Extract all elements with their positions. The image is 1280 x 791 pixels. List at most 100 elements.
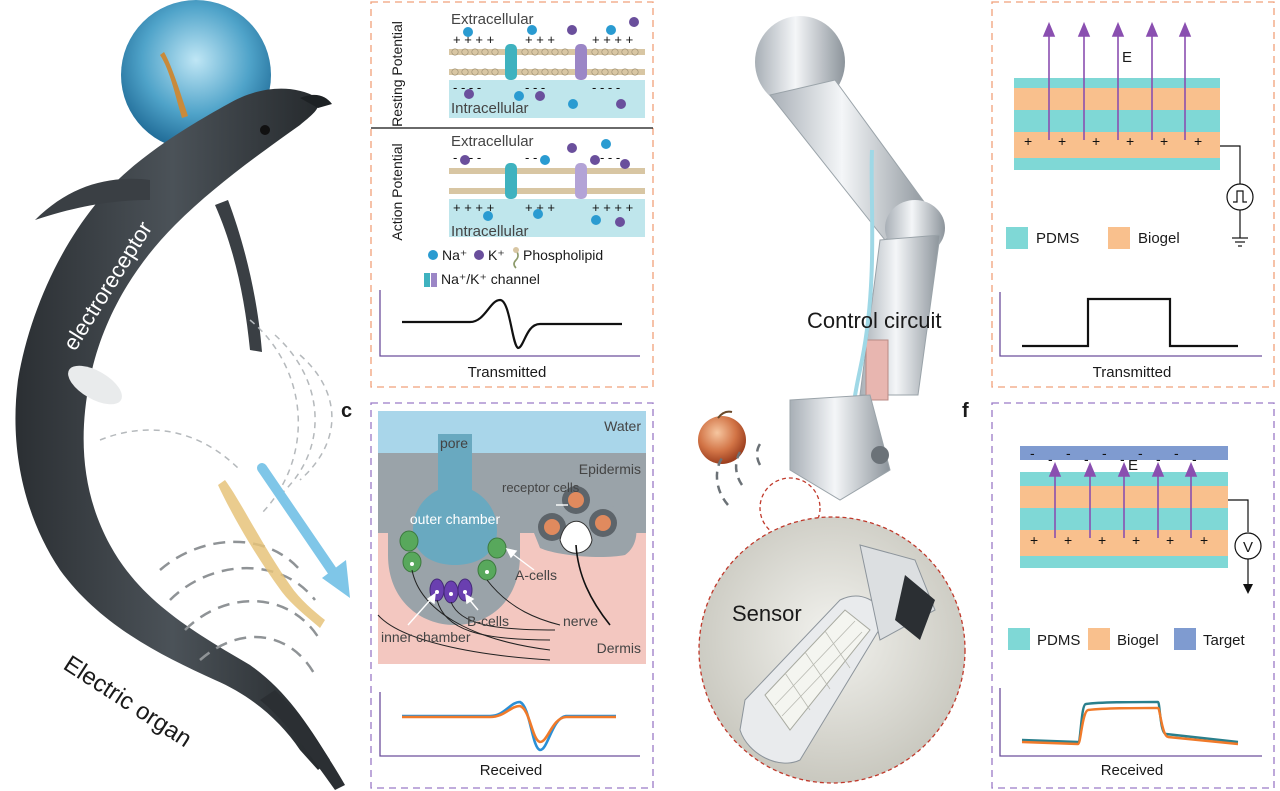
svg-text:+ + + +: + + + + <box>592 200 633 215</box>
svg-text:+: + <box>1058 133 1066 149</box>
svg-text:+: + <box>1098 532 1106 548</box>
panel-e-charges: ++++++ <box>1024 133 1202 149</box>
nerve-lines <box>377 569 561 661</box>
svg-text:+: + <box>1064 532 1072 548</box>
panel-f-frame <box>991 402 1275 789</box>
panel-c: c <box>341 400 654 789</box>
voltmeter-label: V <box>1243 539 1253 556</box>
peach <box>698 416 746 464</box>
panel-f-letter: f <box>962 400 969 422</box>
fish-dorsal-fin <box>215 200 262 352</box>
panel-e-plot: Transmitted <box>999 292 1262 381</box>
panel-f-pdms-swatch <box>1008 628 1030 650</box>
fish-tail-fin <box>260 690 345 790</box>
svg-text:+: + <box>1126 133 1134 149</box>
electric-organ-label: Electric organ <box>59 650 197 753</box>
motion-arrow-head <box>322 560 350 598</box>
label-arrows <box>407 504 568 626</box>
svg-text:+: + <box>1024 133 1032 149</box>
fish-pectoral-fin <box>35 178 150 220</box>
resting-membrane <box>449 44 645 80</box>
received-arcs <box>159 540 322 676</box>
panel-f-plot: Received <box>999 688 1262 779</box>
signal-dashes <box>715 443 762 506</box>
resting-extracellular-label: Extracellular <box>451 11 534 28</box>
svg-text:-: - <box>1030 445 1035 461</box>
water-layer <box>378 411 646 453</box>
arm-wrist-joint <box>871 446 889 464</box>
fish-snout <box>300 94 332 108</box>
svg-text:- - - -: - - - - <box>453 80 481 95</box>
pore-label: pore <box>440 435 468 451</box>
panel-e-field-arrows <box>1042 21 1192 140</box>
svg-text:+ + + +: + + + + <box>453 32 494 47</box>
svg-text:-: - <box>1120 451 1125 467</box>
voltmeter: V <box>1228 499 1262 594</box>
svg-text:-: - <box>1084 451 1089 467</box>
action-membrane <box>449 163 645 199</box>
na-ion-legend-icon <box>428 250 438 260</box>
target-layer <box>1020 446 1228 460</box>
panel-b-xlabel: Transmitted <box>468 364 547 381</box>
svg-text:-: - <box>1192 451 1197 467</box>
panel-e-pdms-swatch <box>1006 227 1028 249</box>
sensor-dark-joint <box>895 575 935 640</box>
panel-f-field-arrows <box>1048 461 1198 538</box>
svg-text:+: + <box>1194 133 1202 149</box>
transmitted-waveform <box>402 298 622 350</box>
panel-e-frame <box>991 1 1275 388</box>
panel-f-target-charges: ---------- <box>1030 445 1197 467</box>
action-intracellular-label: Intracellular <box>451 223 529 240</box>
svg-text:-: - <box>1138 445 1143 461</box>
a-cells-label: A-cells <box>515 567 557 583</box>
panel-b: Extracellular Intracellular + + + + + + +… <box>370 1 654 388</box>
action-potential-label: Action Potential <box>389 143 405 240</box>
panel-c-axes <box>379 692 640 757</box>
phospholipid-legend-icon <box>513 249 519 269</box>
resting-intracellular-label: Intracellular <box>451 100 529 117</box>
epidermis-label: Epidermis <box>579 461 641 477</box>
panel-e-square-pulse <box>1022 297 1238 348</box>
panel-f-legend-target: Target <box>1203 632 1246 649</box>
panel-f-legend-biogel: Biogel <box>1117 632 1159 649</box>
panel-c-xlabel: Received <box>480 762 543 779</box>
sensor-callout-small <box>759 477 821 539</box>
prey-fish <box>218 480 325 628</box>
sensor-grid <box>774 620 863 717</box>
svg-text:+: + <box>1092 133 1100 149</box>
panel-f-xlabel: Received <box>1101 762 1164 779</box>
panel-e: E ++++++ PDMS Biogel Transmitted <box>991 1 1275 388</box>
robotic-arm-illustration: Control circuit Sensor <box>698 16 966 784</box>
svg-text:-: - <box>1048 451 1053 467</box>
panel-f-field-label: E <box>1128 457 1138 474</box>
action-intracellular-bg <box>449 199 645 237</box>
panel-b-legend: Na⁺ K⁺ Phospholipid Na⁺/K⁺ channel <box>424 247 603 287</box>
pore-canal <box>413 434 497 565</box>
resting-ions <box>463 17 639 109</box>
receptor-cells-cluster <box>538 486 617 626</box>
panel-e-stack <box>1014 78 1220 170</box>
arm-hand <box>789 394 891 501</box>
panel-f-biogel-swatch <box>1088 628 1110 650</box>
channel-legend-icon <box>424 273 430 287</box>
outer-chamber-label: outer chamber <box>410 511 501 527</box>
fish-body <box>15 88 331 770</box>
k-ion-legend-icon <box>474 250 484 260</box>
panel-e-biogel-swatch <box>1108 227 1130 249</box>
panel-e-legend-pdms: PDMS <box>1036 230 1079 247</box>
control-circuit-label: Control circuit <box>807 308 941 333</box>
fish-white-patch <box>68 365 122 405</box>
resting-intracellular-bg <box>449 80 645 118</box>
control-circuit-board <box>865 339 889 401</box>
fish-illustration: electroreceptor Electric organ <box>15 0 350 790</box>
a-cells <box>399 530 507 581</box>
panel-e-axes <box>999 292 1262 357</box>
panel-b-frame <box>370 1 654 388</box>
nerve-label: nerve <box>563 613 598 629</box>
panel-e-xlabel: Transmitted <box>1093 364 1172 381</box>
fish-eye <box>260 125 270 135</box>
nerve-fiber <box>575 544 611 626</box>
svg-text:+: + <box>1200 532 1208 548</box>
svg-text:-: - <box>1066 445 1071 461</box>
